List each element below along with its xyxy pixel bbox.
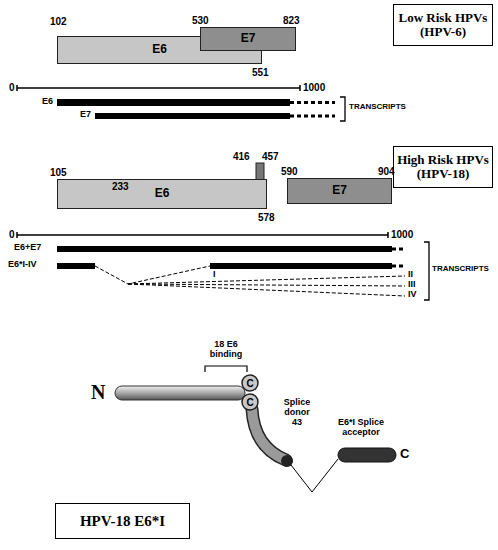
transcript-exon — [210, 263, 392, 269]
e6-segment-box — [256, 163, 264, 180]
protein-rod — [338, 448, 396, 462]
transcript-bar — [95, 113, 290, 119]
node-text: C — [246, 397, 253, 408]
axis-number: 1000 — [391, 229, 413, 240]
position-number: 590 — [281, 166, 298, 177]
protein-segment — [252, 409, 286, 460]
binding-bracket — [205, 366, 247, 372]
node-text: HPV-18 E6*I — [80, 513, 165, 530]
axis-number: 0 — [9, 229, 15, 240]
protein-rod — [115, 386, 245, 400]
terminus-label: C — [400, 447, 409, 461]
gene-box: E7 — [287, 178, 392, 204]
node-text: C — [246, 378, 253, 389]
splice-line — [291, 459, 338, 492]
binding-label: 18 E6 binding — [204, 340, 248, 360]
node-text: E6 — [152, 43, 167, 56]
position-number: 904 — [378, 166, 395, 177]
protein-segment-outline — [252, 409, 286, 460]
node-text: Low Risk HPVs (HPV-6) — [396, 11, 490, 40]
transcript-bar — [57, 246, 392, 252]
position-number: 416 — [233, 151, 250, 162]
bracket-label: TRANSCRIPTS — [349, 103, 406, 112]
node-text: E7 — [332, 184, 347, 197]
axis-number: 0 — [9, 82, 15, 93]
gene-box: E6 — [57, 179, 267, 209]
circle-shape — [242, 394, 258, 410]
node-text: High Risk HPVs (HPV-18) — [396, 153, 490, 182]
splice-lines — [95, 266, 405, 296]
splice-variant-label: IV — [408, 290, 417, 300]
transcript-extension — [392, 265, 405, 268]
bracket — [340, 97, 345, 121]
transcript-label: E6*I-IV — [8, 260, 37, 270]
splice-variant-label: I — [213, 270, 216, 280]
position-number: 105 — [50, 167, 67, 178]
bracket — [424, 242, 429, 300]
transcript-extension — [290, 101, 335, 104]
title-box: HPV-18 E6*I — [55, 503, 190, 539]
terminus-label: N — [91, 381, 105, 403]
gene-box: E7 — [200, 27, 296, 51]
scale-axis — [17, 85, 300, 91]
position-number: 578 — [258, 212, 275, 223]
splice-variant-label: II — [408, 270, 413, 280]
transcript-extension — [392, 248, 405, 251]
node-text: E7 — [241, 32, 256, 45]
axis-number: 1000 — [303, 82, 325, 93]
position-number: 233 — [112, 181, 129, 192]
position-number: 457 — [262, 151, 279, 162]
splice-label: E6*I Splice acceptor — [330, 418, 392, 438]
title-box: High Risk HPVs (HPV-18) — [393, 146, 493, 188]
transcript-label: E7 — [80, 110, 91, 120]
transcript-label: E6 — [42, 97, 53, 107]
bracket-label: TRANSCRIPTS — [432, 265, 489, 274]
node-text: E6 — [155, 187, 170, 200]
transcript-label: E6+E7 — [14, 243, 41, 253]
transcript-bar — [57, 99, 290, 106]
cysteine-circle: C — [241, 374, 259, 392]
circle-shape — [242, 375, 258, 391]
splice-variant-label: III — [408, 280, 416, 290]
cysteine-circle: C — [241, 393, 259, 411]
position-number: 551 — [252, 67, 269, 78]
transcript-exon — [57, 263, 95, 269]
title-box: Low Risk HPVs (HPV-6) — [393, 4, 493, 46]
transcript-extension — [290, 115, 335, 118]
position-number: 823 — [283, 15, 300, 26]
position-number: 530 — [192, 15, 209, 26]
position-number: 102 — [50, 16, 67, 27]
scale-axis — [17, 232, 388, 238]
splice-label: Splice donor 43 — [280, 398, 314, 428]
